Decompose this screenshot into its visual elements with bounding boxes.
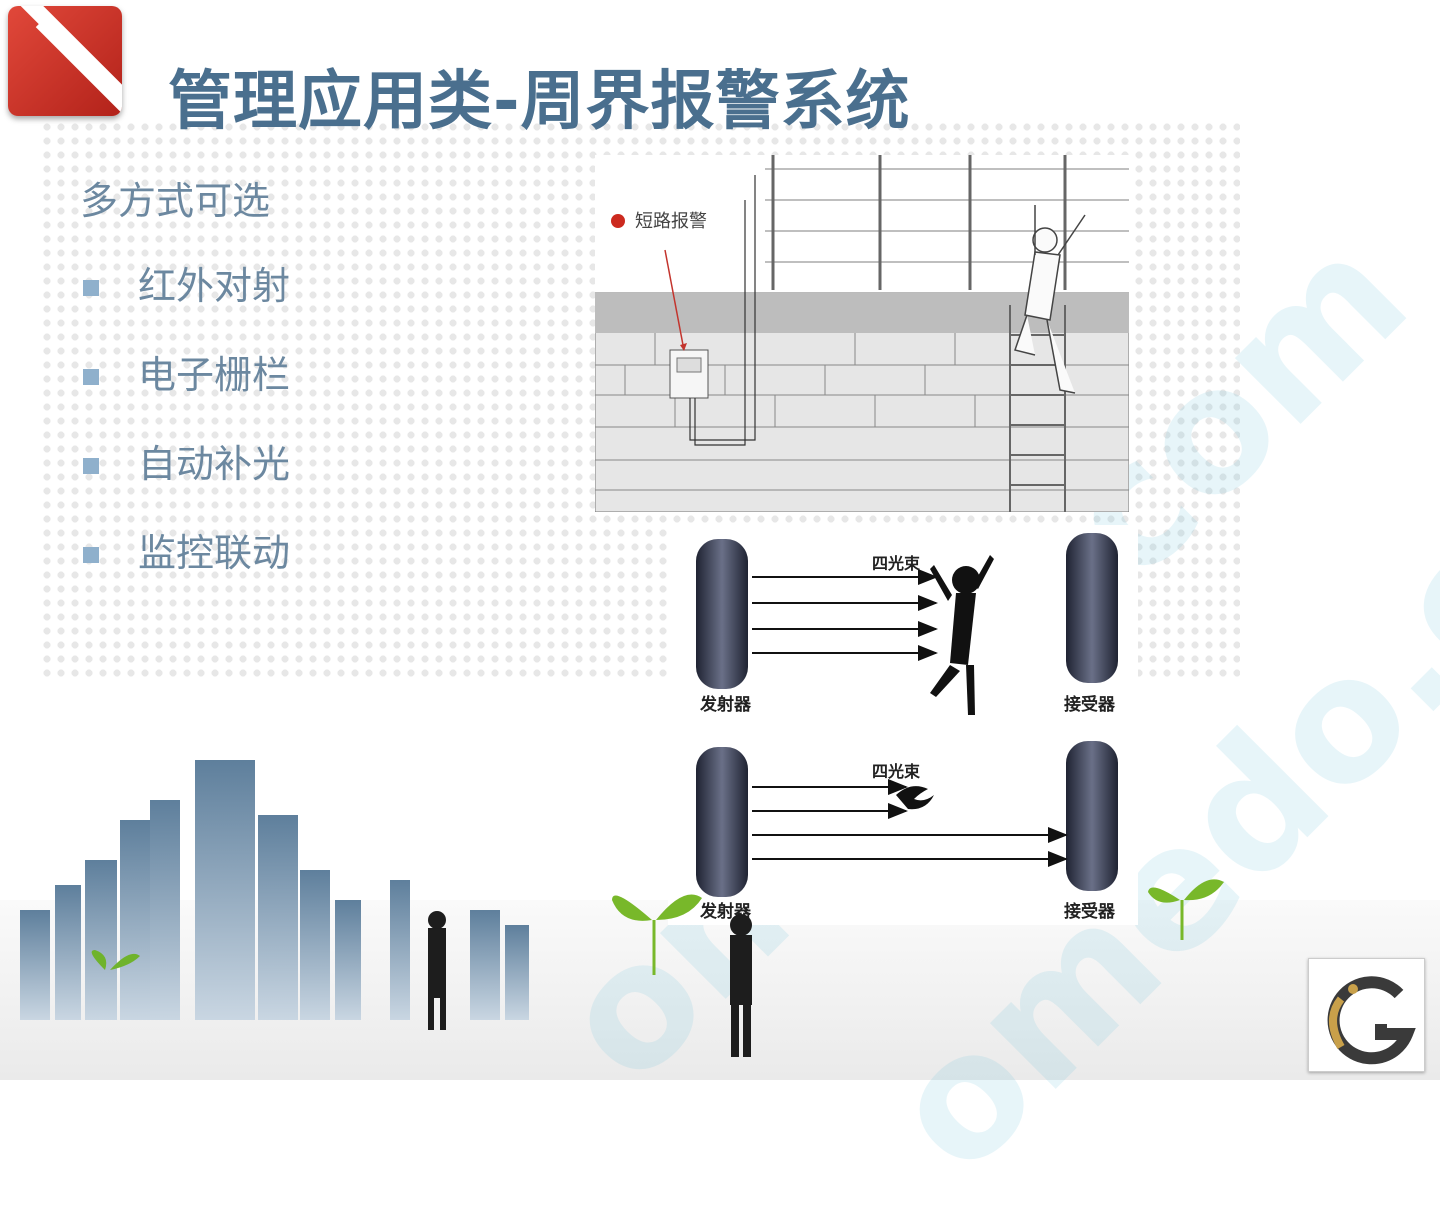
alarm-label: 短路报警 bbox=[635, 211, 707, 232]
receiver-pole bbox=[1066, 533, 1118, 683]
beam-label: 四光束 bbox=[872, 554, 921, 573]
transmitter-pole bbox=[696, 539, 748, 689]
intruder-figure bbox=[930, 555, 994, 715]
bird-icon bbox=[896, 786, 934, 810]
bullet-square-icon bbox=[83, 280, 99, 296]
bullet-square-icon bbox=[83, 458, 99, 474]
slide-subtitle: 多方式可选 bbox=[80, 179, 271, 223]
receiver-label: 接受器 bbox=[1064, 901, 1116, 922]
sprout-icon bbox=[1148, 879, 1224, 940]
beam-label: 四光束 bbox=[872, 762, 921, 781]
slide-title: 管理应用类-周界报警系统 bbox=[168, 65, 911, 139]
bullet-square-icon bbox=[83, 547, 99, 563]
transmitter-label: 发射器 bbox=[699, 694, 752, 715]
receiver-label: 接受器 bbox=[1064, 694, 1116, 715]
transmitter-pole bbox=[696, 747, 748, 897]
corner-logo bbox=[8, 6, 122, 116]
brand-logo bbox=[1308, 958, 1425, 1072]
electric-fence-illustration: 短路报警 bbox=[595, 155, 1129, 512]
sprout-and-person-decoration bbox=[612, 894, 752, 1057]
city-skyline-illustration bbox=[20, 760, 529, 1030]
receiver-pole bbox=[1066, 741, 1118, 891]
bullet-square-icon bbox=[83, 369, 99, 385]
infrared-beam-diagram: 发射器 接受器 四光束 发射器 接受器 四光束 bbox=[668, 525, 1138, 925]
climber-figure bbox=[1014, 205, 1086, 394]
